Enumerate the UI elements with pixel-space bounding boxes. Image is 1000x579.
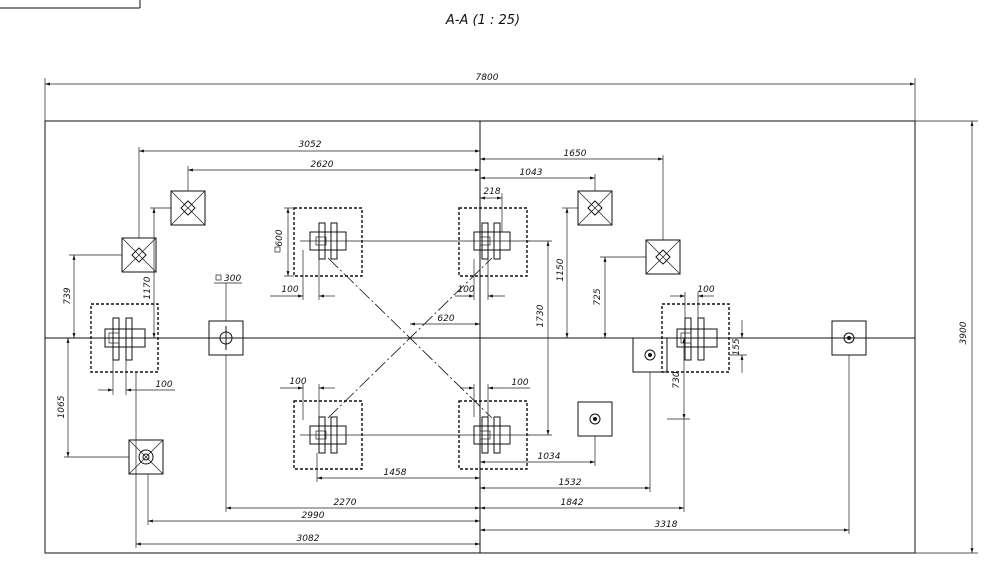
dim-label: 1043: [520, 168, 543, 178]
dim-600: 600: [274, 207, 294, 277]
post-center-left: [208, 320, 244, 356]
dim-155: 155: [729, 320, 747, 373]
dim-label: 1730: [536, 304, 546, 327]
dim-label: 3082: [297, 534, 320, 544]
dim-3318: 3318: [480, 355, 850, 534]
dim-725: 725: [593, 256, 646, 338]
dim-label: 600: [275, 229, 285, 246]
dim-label: 100: [155, 380, 172, 390]
dim-label: 1170: [143, 276, 153, 299]
dim-label: 218: [483, 187, 500, 197]
dim-overall-height: 3900: [915, 120, 978, 554]
dim-label: 620: [437, 314, 454, 324]
dim-label: 100: [457, 285, 474, 295]
post-small-a: [170, 190, 206, 226]
dim-label: 1532: [559, 478, 582, 488]
dim-label: 1650: [564, 149, 587, 159]
section-title: А-А (1 : 25): [445, 13, 520, 28]
dim-2990: 2990: [147, 474, 480, 525]
plinth-top-left: [293, 207, 363, 277]
dim-1065: 1065: [57, 338, 129, 458]
dim-label: 100: [281, 285, 298, 295]
dim-label: 100: [697, 285, 714, 295]
dim-label: 739: [63, 287, 73, 304]
dim-label: 100: [289, 377, 306, 387]
dim-label: 3052: [299, 140, 322, 150]
dim-label: 100: [511, 378, 528, 388]
post-small-d: [645, 239, 681, 275]
post-circle-b: [577, 401, 613, 437]
post-small-c: [577, 190, 613, 226]
dim-label: 1150: [556, 258, 566, 281]
dim-3082: 3082: [135, 372, 480, 548]
dim-overall-width: 7800: [44, 73, 916, 121]
dim-1532: 1532: [480, 372, 651, 492]
dim-100-bottom-left: 100: [280, 377, 335, 420]
plinth-left-large: [90, 303, 159, 373]
title-block-fragment: [0, 0, 141, 9]
dim-2620: 2620: [187, 160, 480, 191]
dim-1034: 1034: [480, 436, 596, 466]
dim-1043: 1043: [480, 168, 596, 191]
plinth-bottom-left: [293, 400, 363, 470]
dim-label: 1034: [538, 452, 561, 462]
dim-label: 1065: [57, 395, 67, 418]
diagonal-centerlines: [327, 257, 493, 419]
dim-label: 2270: [334, 498, 357, 508]
dim-100-bottom-right: 100: [460, 378, 530, 417]
dim-100-top-left: 100: [270, 250, 335, 300]
dim-label: 300: [224, 274, 241, 284]
dim-label: 1842: [561, 498, 584, 508]
dim-620: 620: [410, 314, 480, 326]
dim-label: 730: [672, 371, 682, 388]
dim-1650: 1650: [480, 149, 664, 240]
dim-3052: 3052: [138, 140, 480, 238]
dim-1730: 1730: [527, 240, 552, 436]
dim-218: 218: [480, 187, 503, 232]
dim-100-left: 100: [98, 360, 175, 395]
dim-100-right: 100: [670, 285, 715, 318]
plinth-top-right: [458, 207, 528, 277]
dim-1150: 1150: [556, 207, 578, 338]
dim-730: 730: [667, 338, 690, 420]
dim-1458: 1458: [316, 453, 480, 482]
dim-739: 739: [63, 254, 122, 338]
dim-label: 155: [732, 338, 742, 355]
dim-1170: 1170: [143, 207, 171, 338]
dim-1842: 1842: [480, 419, 685, 512]
dim-label: 3318: [655, 520, 678, 530]
dim-label: 2990: [302, 511, 325, 521]
dim-100-top-right: 100: [455, 259, 505, 300]
dim-label: 2620: [311, 160, 334, 170]
dim-text-7800: 7800: [476, 73, 499, 83]
dim-label: 1458: [384, 468, 407, 478]
dim-2270: 2270: [225, 355, 480, 512]
dim-300: 300: [214, 274, 242, 321]
post-small-b: [121, 237, 157, 273]
post-small-e: [128, 439, 164, 475]
dim-label: 725: [593, 288, 603, 305]
dim-text-3900: 3900: [959, 321, 969, 344]
